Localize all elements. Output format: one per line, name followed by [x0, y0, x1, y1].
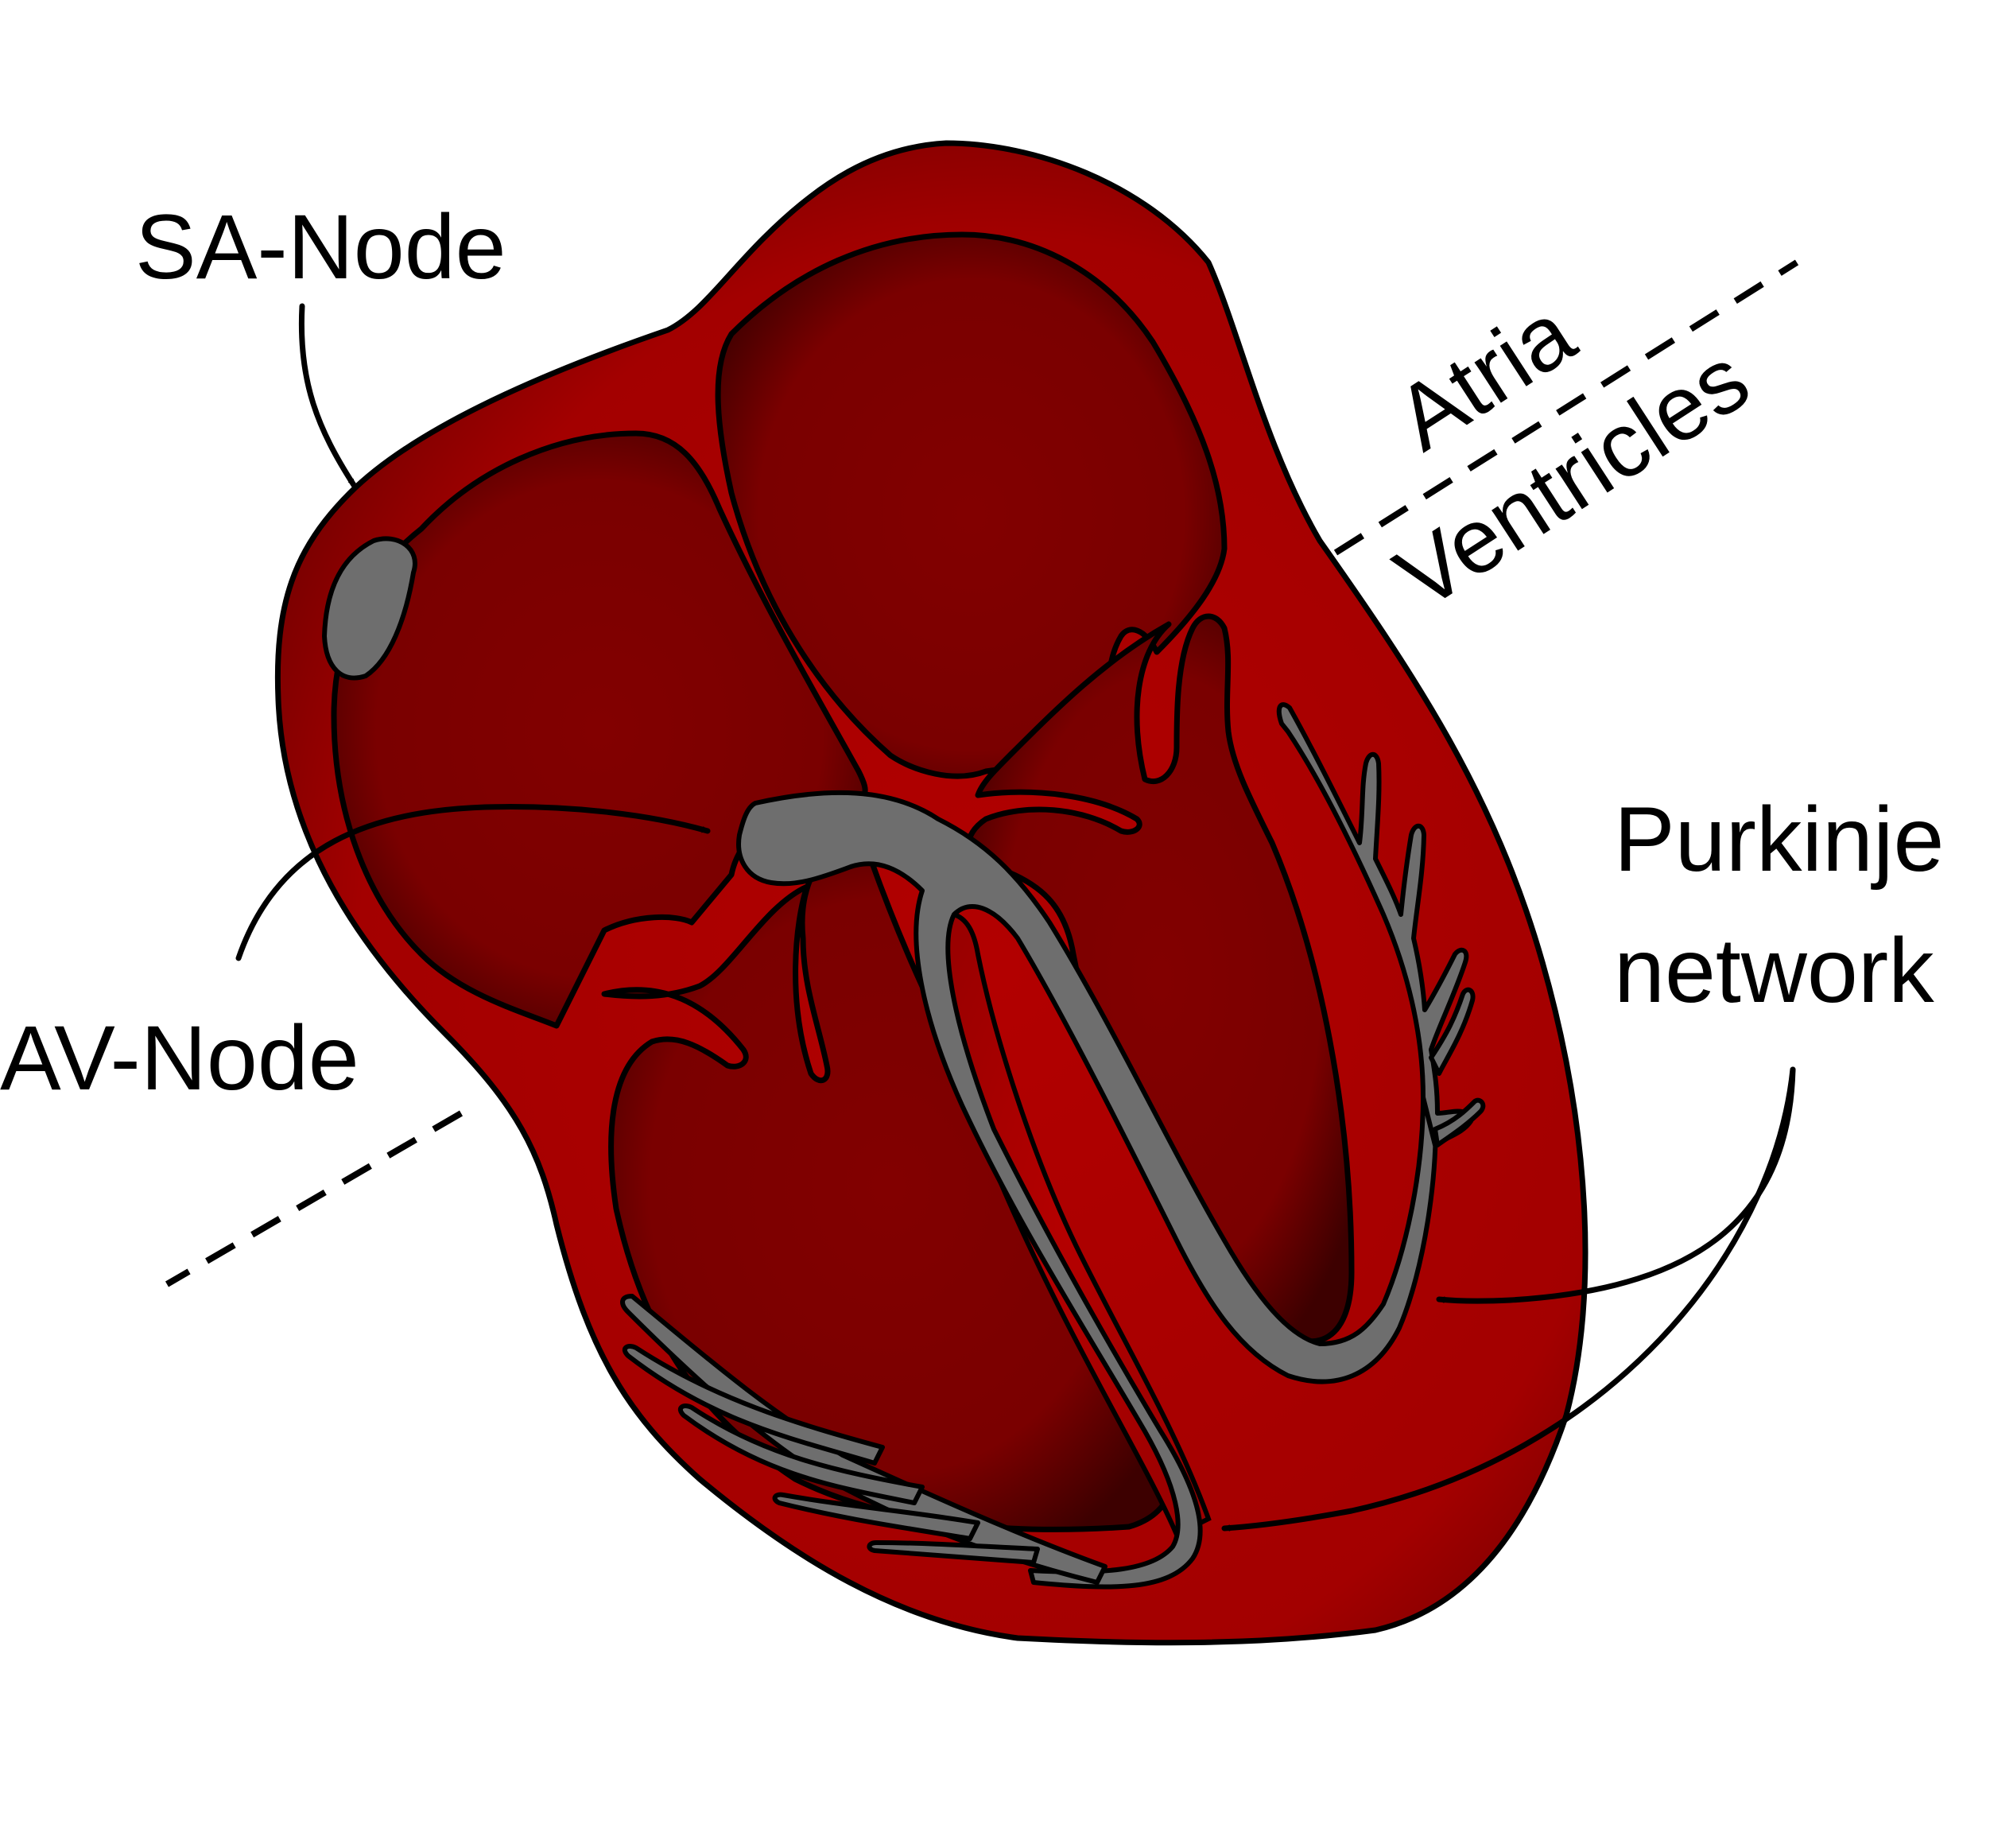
purkinje-branch-left-1: [622, 1344, 885, 1466]
av-separator-upper: [1333, 259, 1799, 556]
av-node-arrow: [235, 804, 711, 961]
sa-node: [322, 536, 417, 681]
av-separator-lower: [165, 1110, 464, 1287]
av-node-label: AV-Node: [0, 1007, 359, 1109]
purkinje-branch-left-2: [677, 1403, 925, 1505]
left-ventricle: [966, 613, 1355, 1345]
purkinje-branch-left-4: [867, 1540, 1040, 1565]
purkinje-label-line1: Purkinje: [1614, 789, 1944, 891]
purkinje-branch-right-1: [1429, 987, 1476, 1076]
purkinje-arrow-upper: [1436, 1066, 1796, 1304]
av-node-and-bundle: [736, 790, 1438, 1590]
purkinje-branch-left-3: [772, 1492, 980, 1541]
purkinje-arrow-lower: [1221, 1066, 1796, 1532]
sa-node-label: SA-Node: [135, 196, 506, 298]
left-atrium: [715, 231, 1228, 798]
purkinje-fibers-right: [1276, 702, 1473, 1147]
sa-node-arrow: [298, 303, 357, 488]
purkinje-branch-right-2: [1433, 1097, 1486, 1147]
purkinje-label-line2: network: [1614, 920, 1934, 1022]
